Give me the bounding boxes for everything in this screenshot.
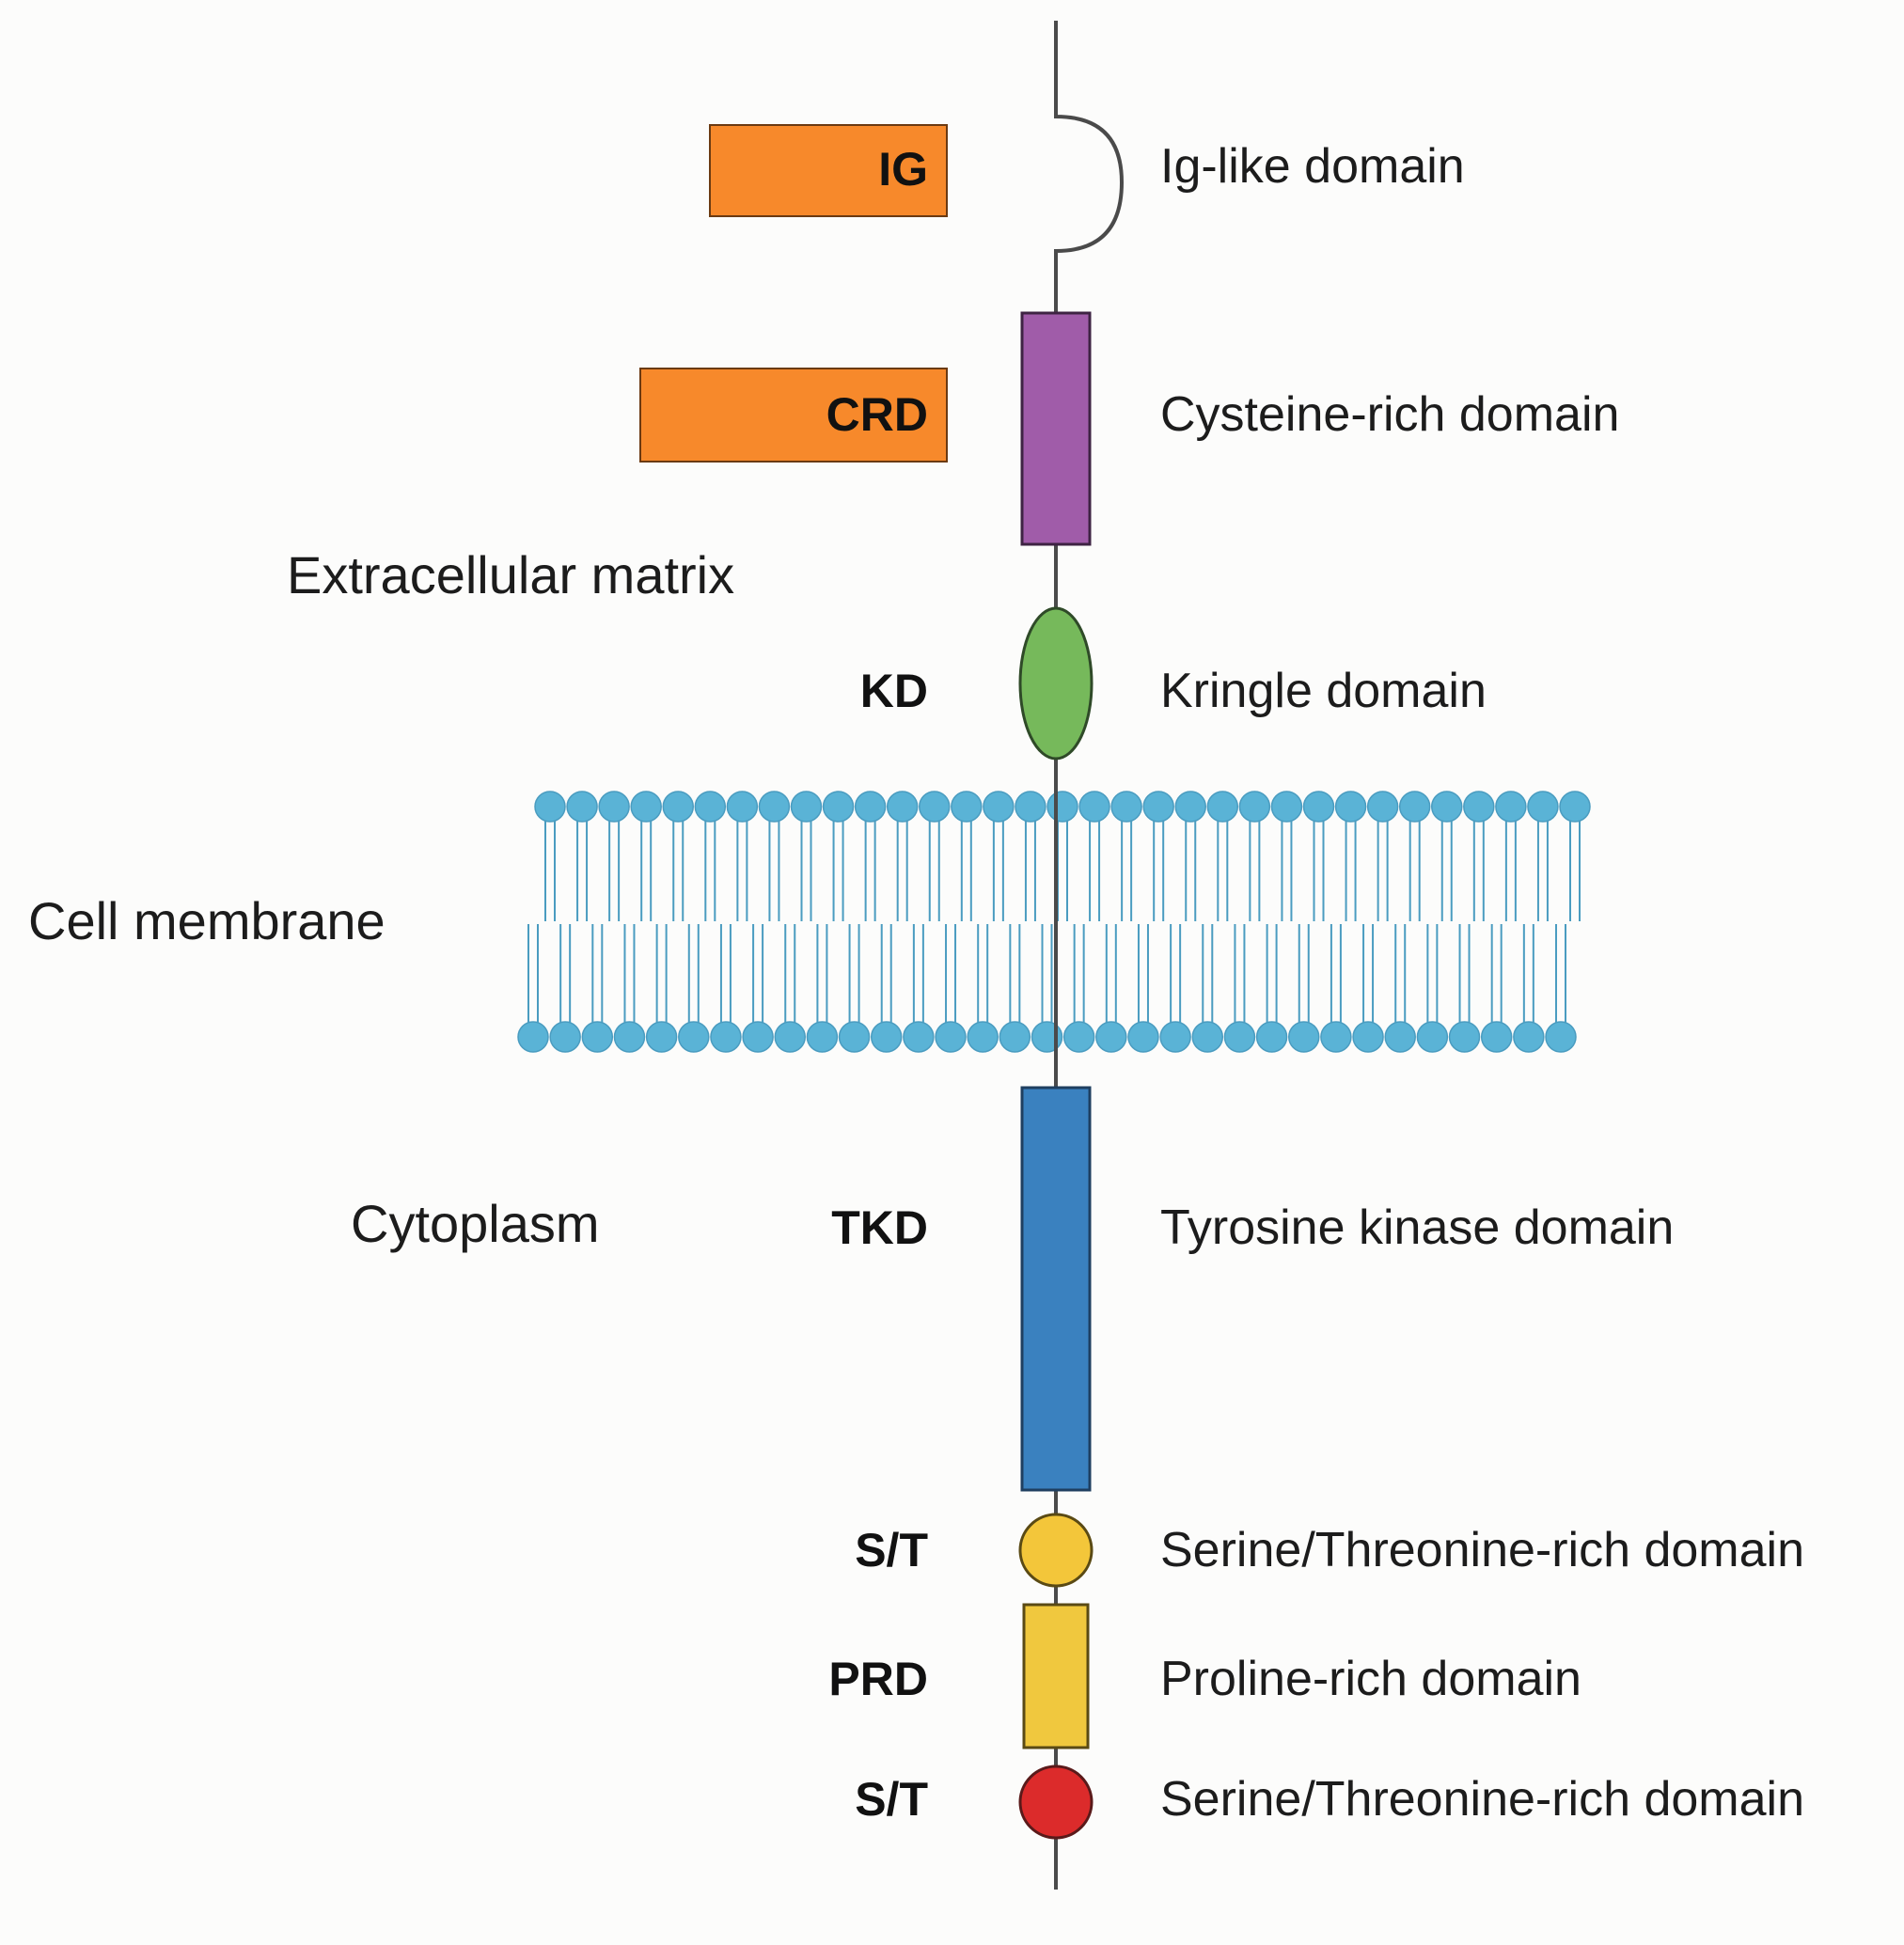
lipid-head (534, 791, 566, 823)
lipid-head (1416, 1021, 1449, 1053)
lipid-head (854, 791, 887, 823)
lipid-head (1545, 1021, 1577, 1053)
prd-domain-label: Proline-rich domain (1160, 1652, 1581, 1706)
lipid-head (1238, 791, 1271, 823)
lipid-head (758, 791, 791, 823)
st2-abbr: S/T (855, 1773, 928, 1826)
lipid-head (935, 1021, 967, 1053)
lipid-head (566, 791, 598, 823)
lipid-head (1270, 791, 1303, 823)
lipid-head (1513, 1021, 1545, 1053)
upper-leaflet-tails (544, 807, 1581, 921)
lipid-head (710, 1021, 742, 1053)
lipid-head (1480, 1021, 1513, 1053)
lipid-head (694, 791, 727, 823)
lipid-head (838, 1021, 871, 1053)
extracellular-matrix-label: Extracellular matrix (287, 545, 734, 604)
crd-domain-label: Cysteine-rich domain (1160, 387, 1619, 442)
lipid-head (598, 791, 630, 823)
cytoplasm-label: Cytoplasm (351, 1194, 600, 1253)
lipid-head (630, 791, 662, 823)
prd-abbr: PRD (828, 1653, 928, 1705)
tkd-domain-label: Tyrosine kinase domain (1160, 1200, 1674, 1255)
protein-backbone (1054, 21, 1125, 1890)
kd-domain-label: Kringle domain (1160, 664, 1487, 718)
lipid-head (1320, 1021, 1352, 1053)
lipid-head (1078, 791, 1110, 823)
lipid-head (1110, 791, 1142, 823)
lipid-head (549, 1021, 581, 1053)
lipid-head (678, 1021, 710, 1053)
lipid-head (951, 791, 983, 823)
lipid-head (742, 1021, 774, 1053)
ig-abbr: IG (878, 143, 928, 196)
kd-abbr: KD (860, 665, 928, 717)
lipid-head (1352, 1021, 1384, 1053)
ig-domain-label: Ig-like domain (1160, 139, 1465, 194)
lipid-head (1046, 791, 1078, 823)
lipid-head (1191, 1021, 1224, 1053)
lipid-head (1302, 791, 1335, 823)
lipid-head (1062, 1021, 1095, 1053)
lipid-head (1448, 1021, 1481, 1053)
lipid-head (1495, 791, 1527, 823)
crd-abbr: CRD (826, 388, 928, 441)
lipid-head (726, 791, 759, 823)
lipid-head (886, 791, 919, 823)
lipid-head (903, 1021, 935, 1053)
lipid-head (1398, 791, 1431, 823)
lower-leaflet-tails (527, 924, 1566, 1037)
lipid-head (774, 1021, 806, 1053)
lipid-head (517, 1021, 549, 1053)
lower-leaflet-heads (517, 1021, 1577, 1053)
st1-abbr: S/T (855, 1524, 928, 1576)
st1-domain-label: Serine/Threonine-rich domain (1160, 1523, 1804, 1577)
tkd-abbr: TKD (831, 1201, 928, 1254)
lipid-head (1255, 1021, 1288, 1053)
lipid-head (1366, 791, 1399, 823)
proline-rich-domain-shape (1022, 1603, 1090, 1749)
lipid-head (919, 791, 951, 823)
kringle-domain-shape (1018, 606, 1094, 761)
tyrosine-kinase-domain-shape (1020, 1086, 1092, 1492)
crd-tag (639, 368, 948, 463)
lipid-head (1127, 1021, 1159, 1053)
lipid-head (1559, 791, 1591, 823)
lipid-head (1463, 791, 1495, 823)
lipid-head (662, 791, 694, 823)
lipid-head (613, 1021, 646, 1053)
lipid-head (1334, 791, 1367, 823)
lipid-head (1288, 1021, 1320, 1053)
lipid-head (1206, 791, 1239, 823)
lipid-head (790, 791, 823, 823)
lipid-head (1142, 791, 1174, 823)
lipid-head (999, 1021, 1031, 1053)
lipid-head (870, 1021, 903, 1053)
lipid-head (1159, 1021, 1191, 1053)
cysteine-rich-domain-shape (1020, 311, 1092, 546)
lipid-head (967, 1021, 999, 1053)
st2-domain-label: Serine/Threonine-rich domain (1160, 1772, 1804, 1827)
lipid-head (1174, 791, 1206, 823)
lipid-head (983, 791, 1015, 823)
lipid-head (645, 1021, 678, 1053)
lipid-head (581, 1021, 614, 1053)
lipid-head (1223, 1021, 1256, 1053)
cell-membrane-label: Cell membrane (28, 891, 386, 950)
lipid-head (806, 1021, 839, 1053)
lipid-head (1431, 791, 1463, 823)
serine-threonine-domain-red (1018, 1765, 1094, 1840)
lipid-head (1015, 791, 1046, 823)
lipid-head (1095, 1021, 1127, 1053)
lipid-head (1384, 1021, 1416, 1053)
lipid-head (822, 791, 855, 823)
serine-threonine-domain-yellow (1018, 1513, 1094, 1588)
lipid-head (1527, 791, 1559, 823)
ig-tag (709, 124, 948, 217)
upper-leaflet-heads (534, 791, 1591, 823)
